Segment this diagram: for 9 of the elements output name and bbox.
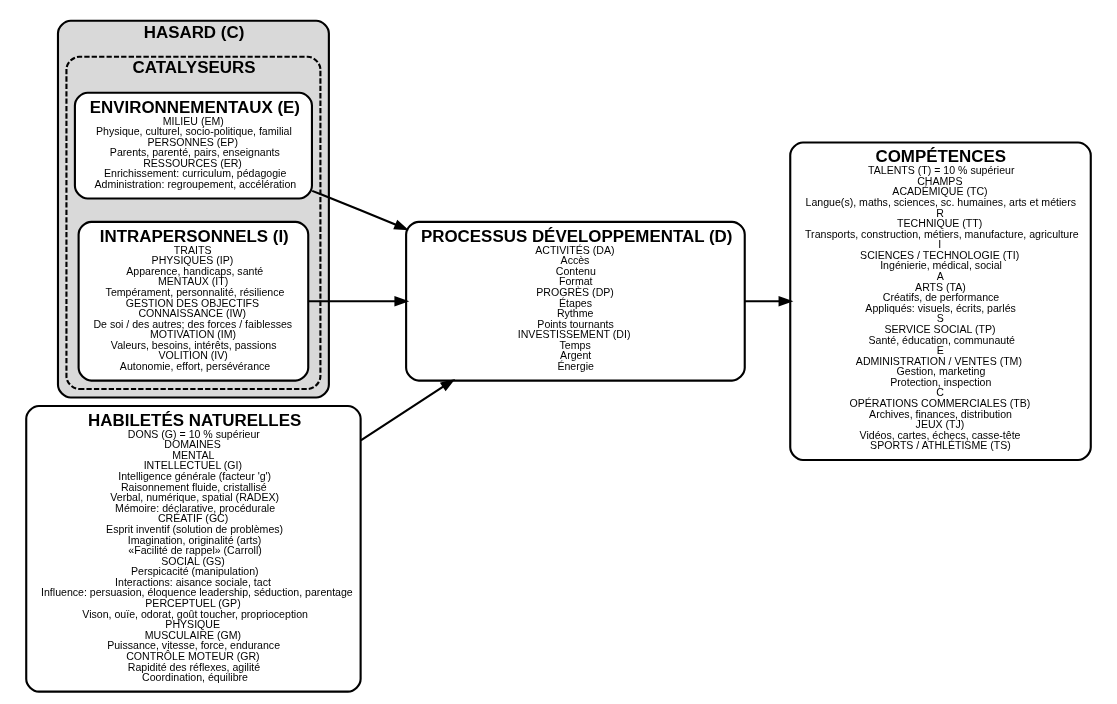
node-box: COMPÉTENCES TALENTS (T) = 10 % supérieur CHAMPS ACADÉMIQUE (TC) Langue(s), maths, sciences, sc. humaines, arts et métiers R TECHNIQUE (TT) Transports, construction, métiers, manufacture, agriculture I SCIENCES / TECHNOLOGIE (TI) Ingénierie, médical, social A ARTS (TA) Créatifs, de performance Appliqués: visuels, écrits, parlés S SERVICE SOCIAL (TP) Santé, éducation, communauté E ADMINISTRATION / VENTES (TM) Gestion, marketing Protection, inspection C OPÉRATIONS COMMERCIALES (TB) Archives, finances, distribution JEUX (TJ) Vidéos, cartes, échecs, casse-tête SPORTS / ATHLÉTISME (TS) xyxy=(789,141,1092,461)
arrow xyxy=(360,378,456,442)
node-box: PROCESSUS DÉVELOPPEMENTAL (D) ACTIVITÉS (DA) Accès Contenu Format PROGRÈS (DP) Étapes Rythme Points tournants INVESTISSEMENT (DI) Temps Argent Énergie xyxy=(405,220,746,382)
node-box: HABILETÉS NATURELLES DONS (G) = 10 % supérieur DOMAINES MENTAL INTELLECTUEL (GI) Intelligence générale (facteur 'g') Raisonnement fluide, cristallisé Verbal, numérique, spatial (RADEX) Mémoire: déclarative, procédurale CRÉATIF (GC) Esprit inventif (solution de problèmes) Imagination, originalité (arts) «Facilité de rappel» (Carroll) SOCIAL (GS) Perspicacité (manipulation) Interactions: aisance sociale, tact Influence: persuasion, éloquence leadership, séduction, parentage PERCEPTUEL (GP) Vison, ouïe, odorat, goût toucher, proprioception PHYSIQUE MUSCULAIRE (GM) Puissance, vitesse, force, endurance CONTRÔLE MOTEUR (GR) Rapidité des réflexes, agilité Coordination, équilibre xyxy=(25,404,362,693)
arrow xyxy=(744,296,794,307)
node-box: ENVIRONNEMENTAUX (E) MILIEU (EM) Physique, culturel, socio-politique, familial PERSONNES (EP) Parents, parenté, pairs, enseignants RESSOURCES (ER) Enrichissement: curriculum, pédagogie Administration: regroupement, accélération xyxy=(73,91,313,200)
arrow xyxy=(311,189,409,231)
node-box: INTRAPERSONNELS (I) TRAITS PHYSIQUES (IP) Apparence, handicaps, santé MENTAUX (IT) Tempérament, personnalité, résilience GESTION DES OBJECTIFS CONNAISSANCE (IW) De soi / des autres; des forces / faiblesses MOTIVATION (IM) Valeurs, besoins, intérêts, passions VOLITION (IV) Autonomie, effort, persévérance xyxy=(77,220,310,382)
arrow xyxy=(308,296,410,307)
